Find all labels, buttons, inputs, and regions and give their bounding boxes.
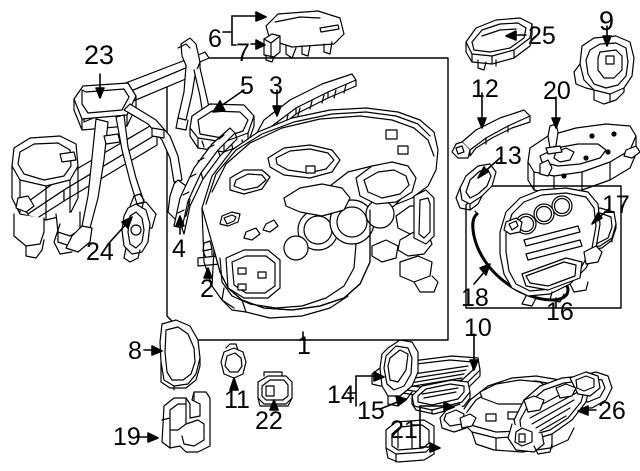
retainer-cap-part xyxy=(263,33,281,63)
callout-1: 1 xyxy=(297,332,311,360)
callout-4: 4 xyxy=(172,235,186,263)
callout-21: 21 xyxy=(390,416,418,444)
center-console-panel-part xyxy=(499,187,603,307)
callout-16: 16 xyxy=(546,298,574,326)
callout-14: 14 xyxy=(327,381,355,409)
mounting-bracket-small-part xyxy=(161,391,211,453)
cross-car-beam-part xyxy=(11,37,215,259)
callout-13: 13 xyxy=(494,142,522,170)
support-bracket-part xyxy=(121,193,151,263)
callout-17: 17 xyxy=(602,191,630,219)
callout-2: 2 xyxy=(200,275,214,303)
callout-15: 15 xyxy=(357,397,385,425)
clip-grommet-part xyxy=(220,343,247,379)
callout-6: 6 xyxy=(208,25,222,53)
callout-11: 11 xyxy=(224,386,250,414)
callout-9: 9 xyxy=(599,6,615,36)
end-cap-cover-part xyxy=(159,319,201,391)
callout-18: 18 xyxy=(461,284,489,312)
vent-louver-assembly-part xyxy=(507,371,601,455)
callout-25: 25 xyxy=(528,22,556,50)
trim-strip-part xyxy=(451,109,531,159)
callout-10: 10 xyxy=(464,314,492,342)
callout-12: 12 xyxy=(471,75,499,103)
air-duct-small-part xyxy=(411,379,471,415)
sensor-module-part xyxy=(465,17,533,71)
glove-box-housing-part xyxy=(527,123,640,195)
callout-24: 24 xyxy=(86,238,114,266)
side-bracket-part xyxy=(573,35,635,105)
callout-20: 20 xyxy=(543,77,571,105)
callout-22: 22 xyxy=(255,407,283,435)
callout-8: 8 xyxy=(128,337,142,365)
instrument-panel-part xyxy=(201,107,439,319)
callout-23: 23 xyxy=(84,40,115,70)
callout-7: 7 xyxy=(236,39,250,67)
callout-5: 5 xyxy=(240,72,254,100)
callout-3: 3 xyxy=(269,72,283,100)
air-duct-left-part xyxy=(371,339,419,407)
corner-trim-part xyxy=(455,163,497,211)
callout-26: 26 xyxy=(598,397,626,425)
leader-lines xyxy=(95,11,612,453)
callout-19: 19 xyxy=(113,423,141,451)
